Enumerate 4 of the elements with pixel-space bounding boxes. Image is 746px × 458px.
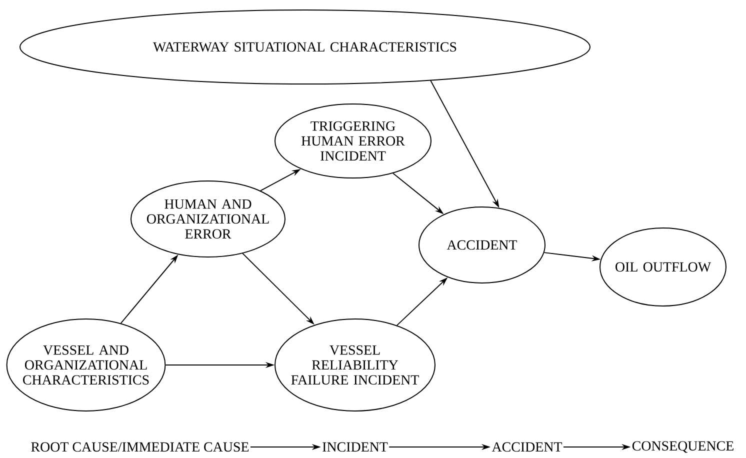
stage-label: CONSEQUENCE xyxy=(632,441,734,453)
stage-label: INCIDENT xyxy=(322,442,388,452)
stage-label: ACCIDENT xyxy=(492,442,562,452)
stage-label: ROOT CAUSE/IMMEDIATE CAUSE xyxy=(31,442,249,452)
